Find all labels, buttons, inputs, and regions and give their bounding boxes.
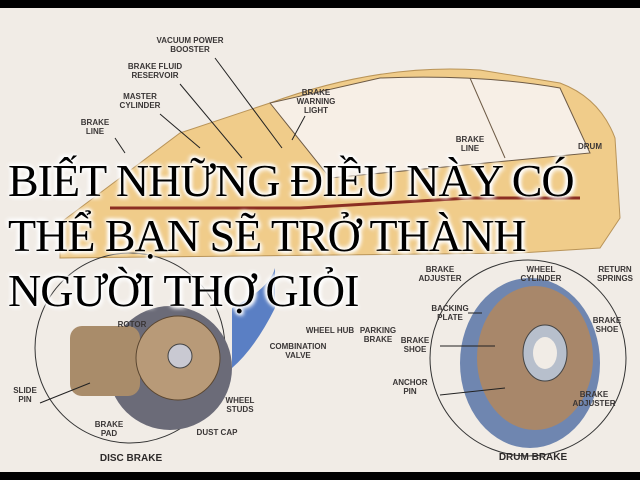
headline-line-3: NGƯỜI THỢ GIỎI [8, 265, 359, 316]
label-rotor: ROTOR [117, 320, 147, 329]
label-anchor-pin: ANCHOR PIN [392, 378, 428, 396]
label-combination-valve: COMBINATION VALVE [269, 342, 327, 360]
label-brake-shoe-left: BRAKE SHOE [400, 336, 430, 354]
disc-brake-title: DISC BRAKE [99, 453, 163, 464]
leader-lines [114, 57, 306, 159]
brake-system-diagram: VACUUM POWER BOOSTER BRAKE FLUID RESERVO… [0, 8, 640, 472]
drum-brake-title: DRUM BRAKE [498, 452, 568, 463]
label-brake-warning-light: BRAKE WARNING LIGHT [296, 88, 336, 115]
label-brake-fluid-reservoir: BRAKE FLUID RESERVOIR [127, 62, 183, 80]
label-brake-adjuster-top: BRAKE ADJUSTER [418, 265, 462, 283]
headline-line-2: THỂ BẠN SẼ TRỞ THÀNH [8, 210, 527, 261]
label-brake-adjuster: BRAKE ADJUSTER [572, 390, 616, 408]
drum-brake-circle [429, 259, 627, 457]
label-return-springs: RETURN SPRINGS [596, 265, 634, 283]
label-brake-shoe-right: BRAKE SHOE [592, 316, 622, 334]
label-brake-line-right: BRAKE LINE [455, 135, 485, 153]
headline-line-1: BIẾT NHỮNG ĐIỀU NÀY CÓ [8, 155, 575, 206]
caliper [70, 326, 140, 396]
label-brake-pad: BRAKE PAD [94, 420, 124, 438]
car-windows [269, 76, 591, 179]
label-wheel-cylinder: WHEEL CYLINDER [520, 265, 562, 283]
label-vacuum-power-booster: VACUUM POWER BOOSTER [156, 36, 224, 54]
label-parking-brake: PARKING BRAKE [359, 326, 397, 344]
label-slide-pin: SLIDE PIN [13, 386, 37, 404]
combination-valve-body [232, 268, 275, 368]
diagram-artwork [34, 57, 627, 457]
label-wheel-studs: WHEEL STUDS [225, 396, 255, 414]
label-wheel-hub: WHEEL HUB [305, 326, 355, 335]
label-drum: DRUM [578, 142, 602, 151]
label-master-cylinder: MASTER CYLINDER [119, 92, 161, 110]
brake-line [110, 196, 580, 210]
dust-cap [167, 343, 193, 369]
label-brake-line-left: BRAKE LINE [80, 118, 110, 136]
label-dust-cap: DUST CAP [196, 428, 238, 437]
label-backing-plate: BACKING PLATE [431, 304, 469, 322]
